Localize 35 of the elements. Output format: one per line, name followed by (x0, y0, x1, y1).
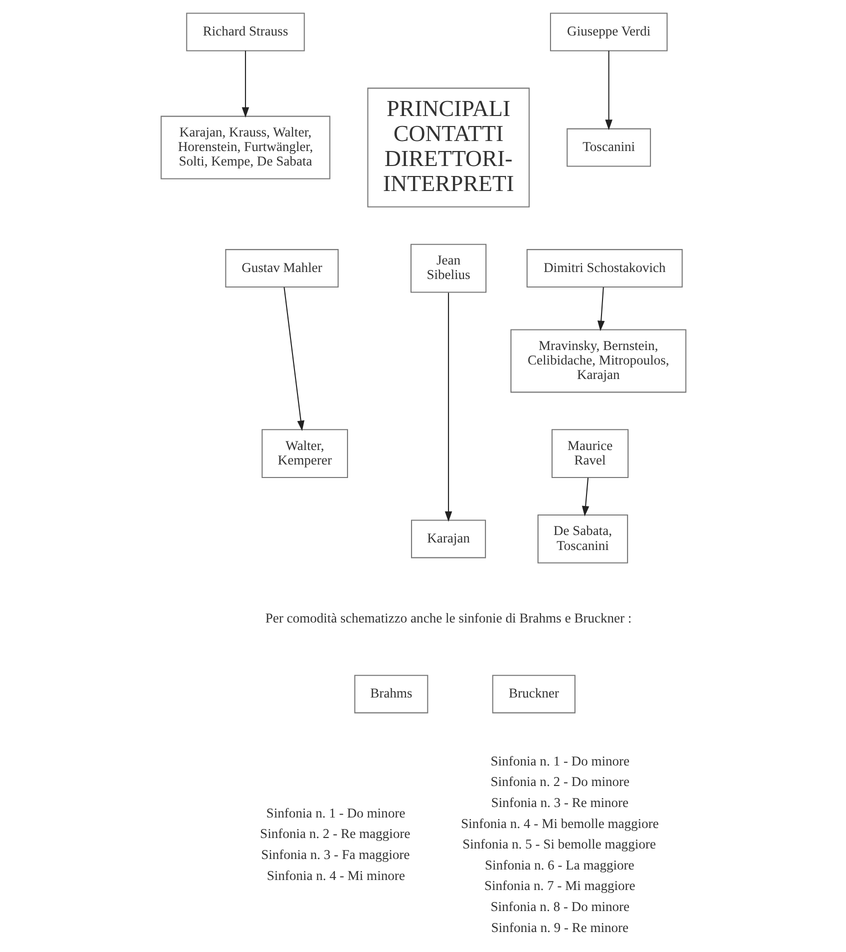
node-box: Richard Strauss (186, 12, 304, 51)
label: Sinfonia n. 7 - Mi maggiore (484, 878, 635, 893)
arrow (581, 477, 589, 516)
label: Sinfonia n. 1 - Do minore (490, 752, 630, 768)
label: Sinfonia n. 3 - Re minore (490, 794, 628, 810)
label: Sinfonia n. 2 - Do minore (490, 774, 630, 789)
label: Sinfonia n. 1 - Do minore (266, 804, 405, 820)
node-box: Brahms (354, 674, 428, 713)
node-box: De Sabata, Toscanini (537, 514, 628, 563)
node-box: PRINCIPALI CONTATTI DIRETTORI-INTERPRETI (366, 87, 530, 207)
arrow (241, 50, 249, 118)
node-box: Karajan, Krauss, Walter, Horenstein, Furtwängler, Solti, Kempe, De Sabata (160, 115, 330, 179)
label: Sinfonia n. 5 - Si bemolle maggiore (462, 836, 656, 852)
node-box: Karajan (410, 519, 486, 558)
node-box: Maurice Ravel (551, 428, 628, 478)
arrow (596, 286, 604, 331)
node-box: Dimitri Schostakovich (526, 248, 682, 288)
label: Sinfonia n. 3 - Fa maggiore (260, 846, 410, 862)
node-box: Giuseppe Verdi (549, 12, 668, 51)
label: Sinfonia n. 9 - Re minore (490, 919, 628, 934)
arrow (283, 286, 304, 430)
node-box: Walter, Kemperer (261, 428, 348, 478)
label: Per comodità schematizzo anche le sinfonie di Brahms e Bruckner : (264, 610, 632, 626)
label: Sinfonia n. 6 - La maggiore (484, 856, 634, 872)
label: Sinfonia n. 4 - Mi minore (266, 867, 404, 882)
node-box: Toscanini (566, 128, 650, 166)
node-box: Mravinsky, Bernstein, Celibidache, Mitropoulos, Karajan (510, 328, 686, 392)
node-box: Jean Sibelius (410, 243, 486, 292)
label: Sinfonia n. 8 - Do minore (490, 898, 630, 914)
arrow (604, 50, 612, 130)
node-box: Bruckner (492, 674, 575, 713)
arrow (444, 292, 452, 522)
label: Sinfonia n. 4 - Mi bemolle maggiore (460, 815, 658, 830)
label: Sinfonia n. 2 - Re maggiore (260, 826, 410, 841)
node-box: Gustav Mahler (224, 248, 338, 288)
